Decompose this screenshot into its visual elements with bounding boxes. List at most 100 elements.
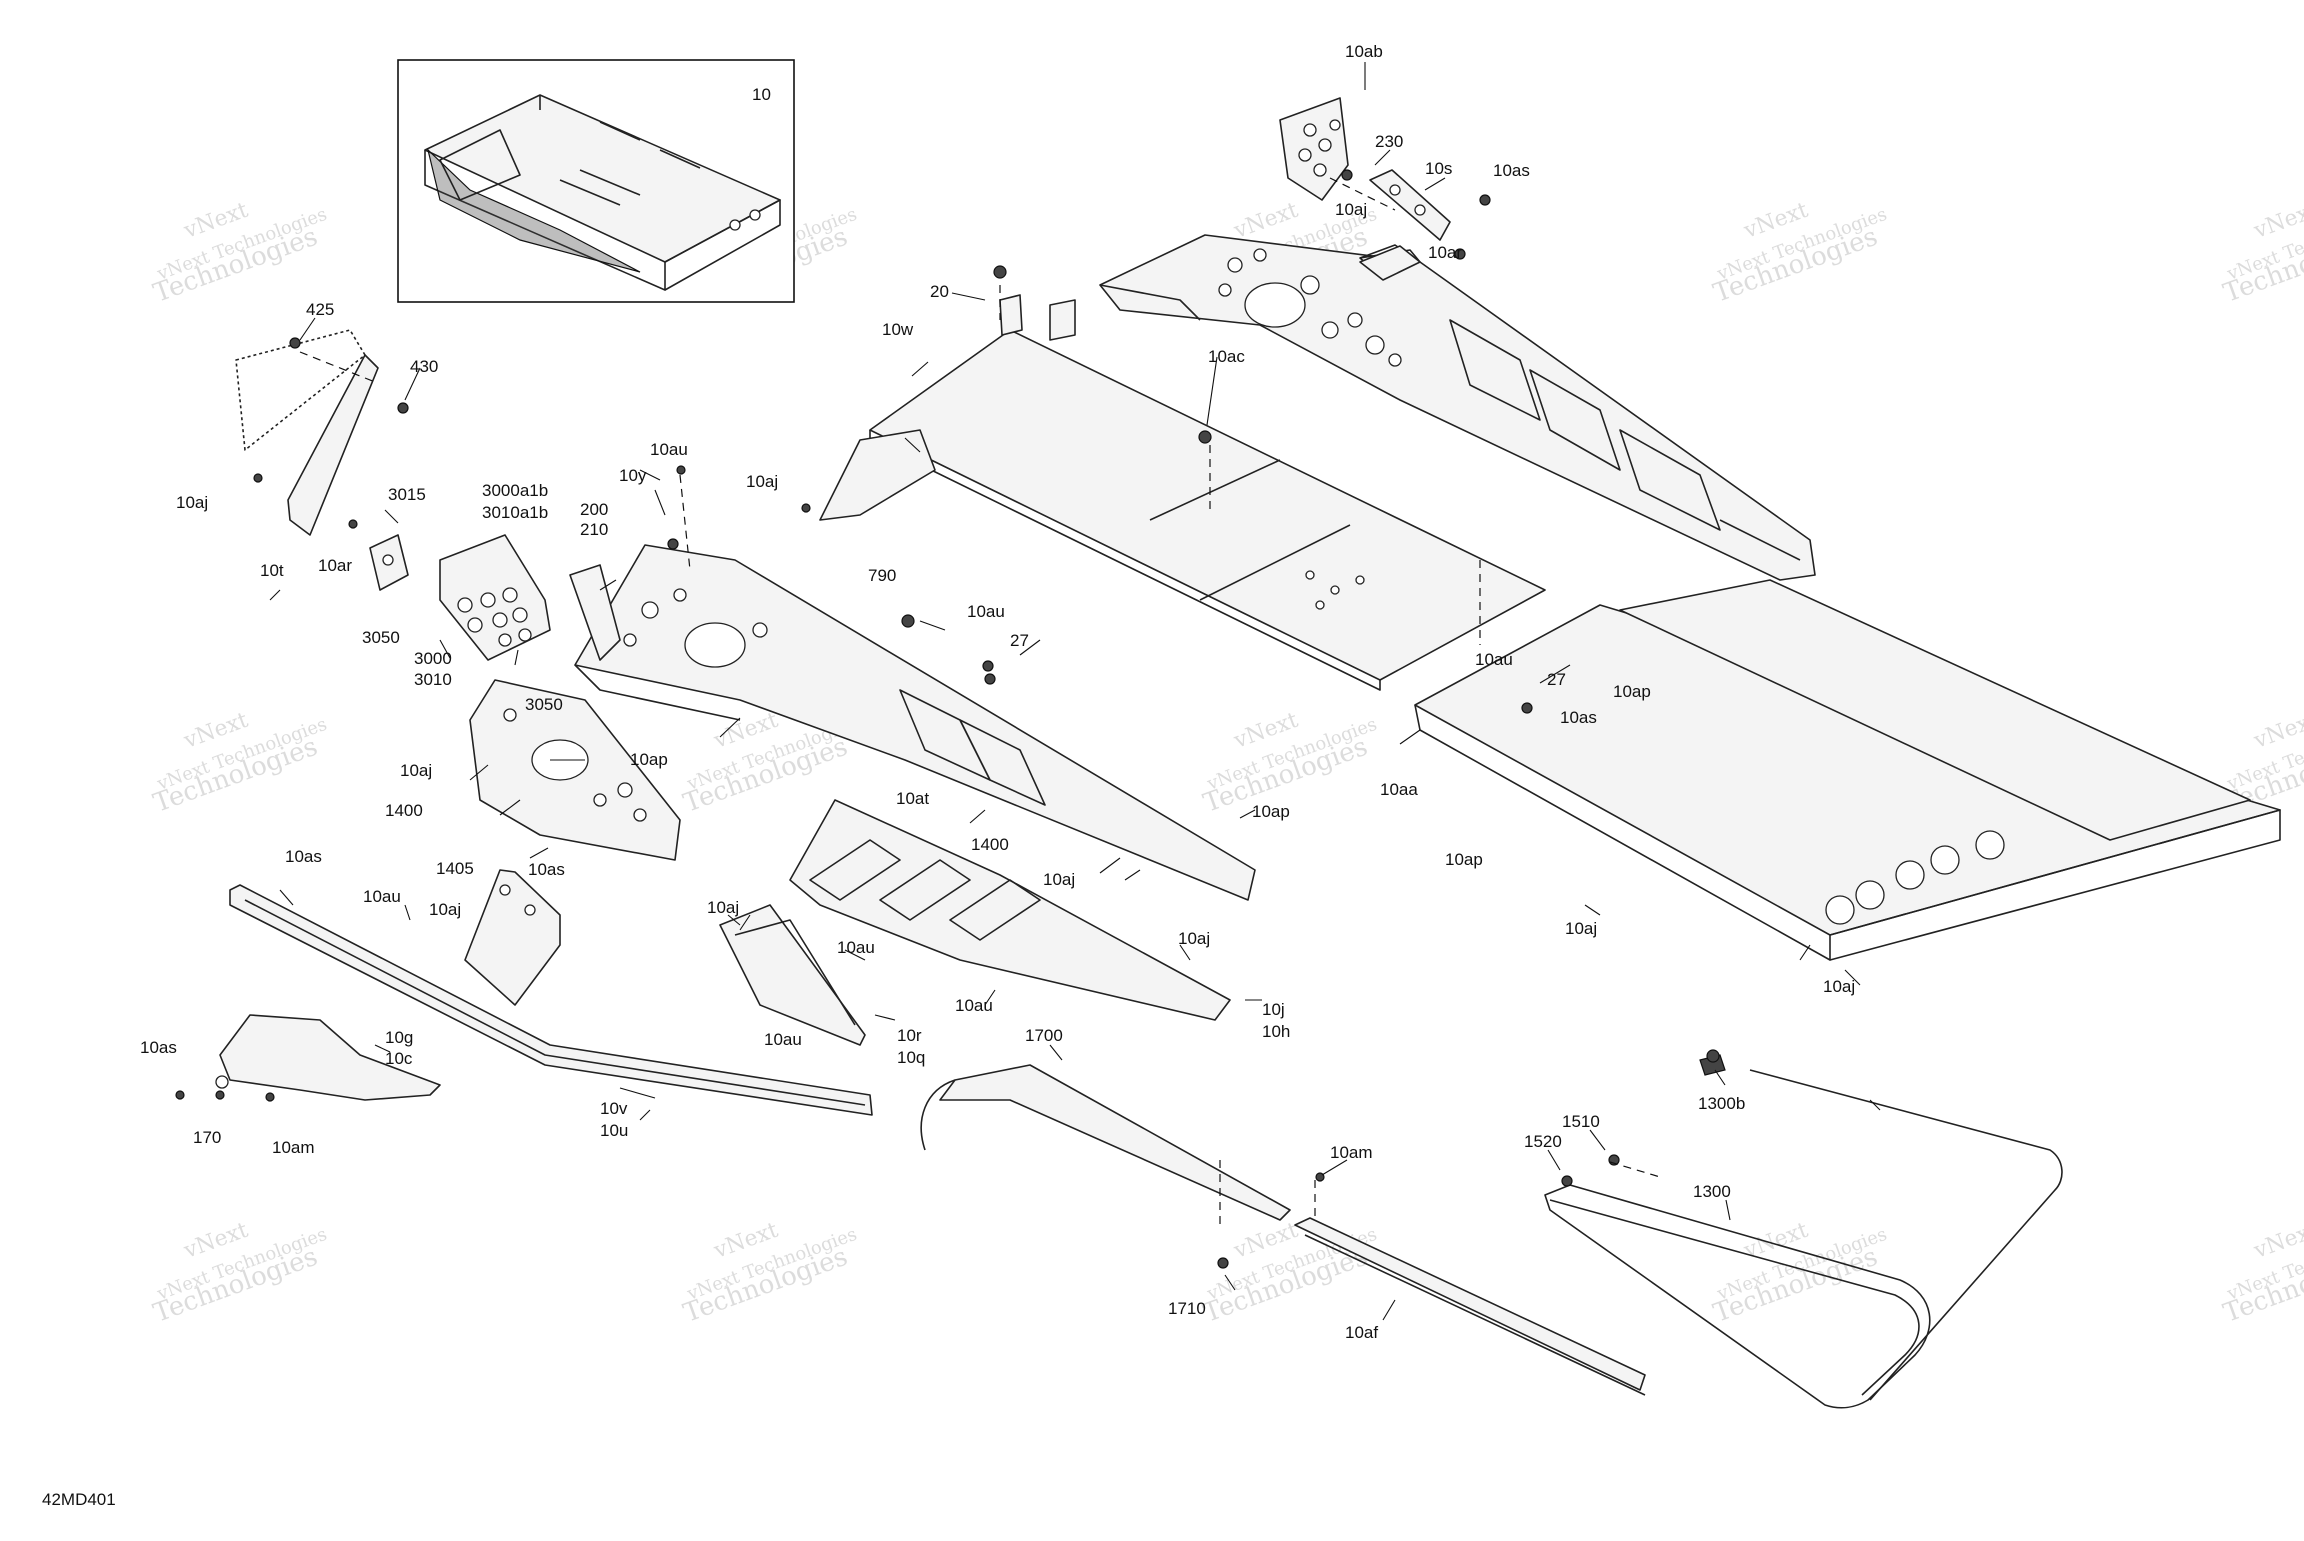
leader-lines: [269, 62, 1881, 1321]
callout: 10ac: [1208, 347, 1245, 366]
mid-rail-10j: [789, 799, 1231, 1021]
callout: 1400: [385, 801, 423, 820]
callout: 10aj: [746, 472, 778, 491]
callout: 20: [930, 282, 949, 301]
callout: 10g: [385, 1028, 413, 1047]
callout: 10aj: [1178, 929, 1210, 948]
inset-label: 10: [752, 85, 771, 104]
callout: 10au: [363, 887, 401, 906]
callout: 10ap: [1445, 850, 1483, 869]
callout: 1510: [1562, 1112, 1600, 1131]
inset-tunnel-drawing: [424, 94, 781, 291]
left-side-panel: [569, 544, 1256, 901]
callout: 3000: [414, 649, 452, 668]
watermark: vNext vNext Technologies Technologies: [2220, 1218, 2304, 1329]
callout: 10as: [1493, 161, 1530, 180]
callout: 10ap: [1613, 682, 1651, 701]
callout: 3000a1b: [482, 481, 548, 500]
watermark: vNext vNext Technologies Technologies: [1710, 198, 1890, 309]
watermark: vNext vNext Technologies Technologies: [150, 1218, 330, 1329]
callout: 1300b: [1698, 1094, 1745, 1113]
skid-plate-10g: [215, 1014, 441, 1101]
watermark: vNext vNext Technologies Technologies: [2220, 198, 2304, 309]
rear-bracket-1700: [920, 1064, 1291, 1221]
callout: 10au: [967, 602, 1005, 621]
callout: 10q: [897, 1048, 925, 1067]
bracket-10s: [1369, 169, 1451, 241]
callout: 10au: [1475, 650, 1513, 669]
watermark: vNext vNext Technologies Technologies: [1710, 1218, 1890, 1329]
callout: 10as: [285, 847, 322, 866]
callout: 10at: [896, 789, 929, 808]
callout: 10s: [1425, 159, 1452, 178]
callout: 10am: [1330, 1143, 1373, 1162]
callout: 10aj: [400, 761, 432, 780]
callout: 1400: [971, 835, 1009, 854]
callout: 10c: [385, 1049, 413, 1068]
watermark: vNext vNext Technologies Technologies: [680, 1218, 860, 1329]
callout: 10aj: [1565, 919, 1597, 938]
callout: 10au: [650, 440, 688, 459]
callout: 10ar: [1428, 243, 1462, 262]
callout: 3015: [388, 485, 426, 504]
callout: 10ap: [1252, 802, 1290, 821]
callout: 10aj: [429, 900, 461, 919]
callout: 425: [306, 300, 334, 319]
callout: 3050: [525, 695, 563, 714]
callout-labels: 10ab 230 10s 10as 10aj 10ar 425 430 10aj…: [140, 42, 1855, 1342]
callout: 430: [410, 357, 438, 376]
callout: 10au: [955, 996, 993, 1015]
front-bracket-10t: [235, 329, 379, 536]
callout: 10as: [528, 860, 565, 879]
callout: 10y: [619, 466, 647, 485]
callout: 200: [580, 500, 608, 519]
callout: 3010a1b: [482, 503, 548, 522]
rear-rail-10af: [1294, 1217, 1646, 1396]
right-side-panel: [1099, 234, 1816, 581]
callout: 27: [1010, 631, 1029, 650]
callout: 10aj: [1043, 870, 1075, 889]
callout: 10ar: [318, 556, 352, 575]
callout: 10w: [882, 320, 914, 339]
callout: 10af: [1345, 1323, 1378, 1342]
callout: 10au: [764, 1030, 802, 1049]
figure-code: 42MD401: [42, 1490, 116, 1509]
callout: 10u: [600, 1121, 628, 1140]
bracket-3015: [369, 534, 409, 591]
callout: 10r: [897, 1026, 922, 1045]
callout: 790: [868, 566, 896, 585]
runner-bar-10v: [229, 884, 873, 1116]
watermark: vNext vNext Technologies Technologies: [1200, 708, 1380, 819]
callout: 230: [1375, 132, 1403, 151]
callout: 27: [1547, 670, 1566, 689]
callout: 10ap: [630, 750, 668, 769]
inset-assembly-box: 10: [397, 59, 795, 303]
callout: 10aj: [1335, 200, 1367, 219]
callout: 1300: [1693, 1182, 1731, 1201]
watermark: vNext vNext Technologies Technologies: [150, 708, 330, 819]
callout: 1710: [1168, 1299, 1206, 1318]
bracket-3000: [439, 534, 551, 661]
gusset-10r: [719, 904, 866, 1046]
inner-plate-1400: [469, 679, 681, 861]
bracket-10ab: [1279, 97, 1349, 201]
callout: 10aj: [176, 493, 208, 512]
callout: 1700: [1025, 1026, 1063, 1045]
svg-text:vNext: vNext: [2250, 708, 2304, 754]
rear-bumper-1300: [1544, 1054, 2063, 1409]
callout: 10am: [272, 1138, 315, 1157]
bracket-10aj-mid: [464, 869, 561, 1006]
callout: 10au: [837, 938, 875, 957]
callout: 10h: [1262, 1022, 1290, 1041]
rear-floor-panel: [1414, 579, 2281, 961]
callout: 3010: [414, 670, 452, 689]
top-floor-panel: [819, 294, 1546, 691]
watermark: vNext vNext Technologies Technologies: [150, 198, 330, 309]
svg-text:vNext: vNext: [2250, 198, 2304, 244]
callout: 10aa: [1380, 780, 1418, 799]
callout: 170: [193, 1128, 221, 1147]
callout: 10v: [600, 1099, 628, 1118]
callout: 3050: [362, 628, 400, 647]
